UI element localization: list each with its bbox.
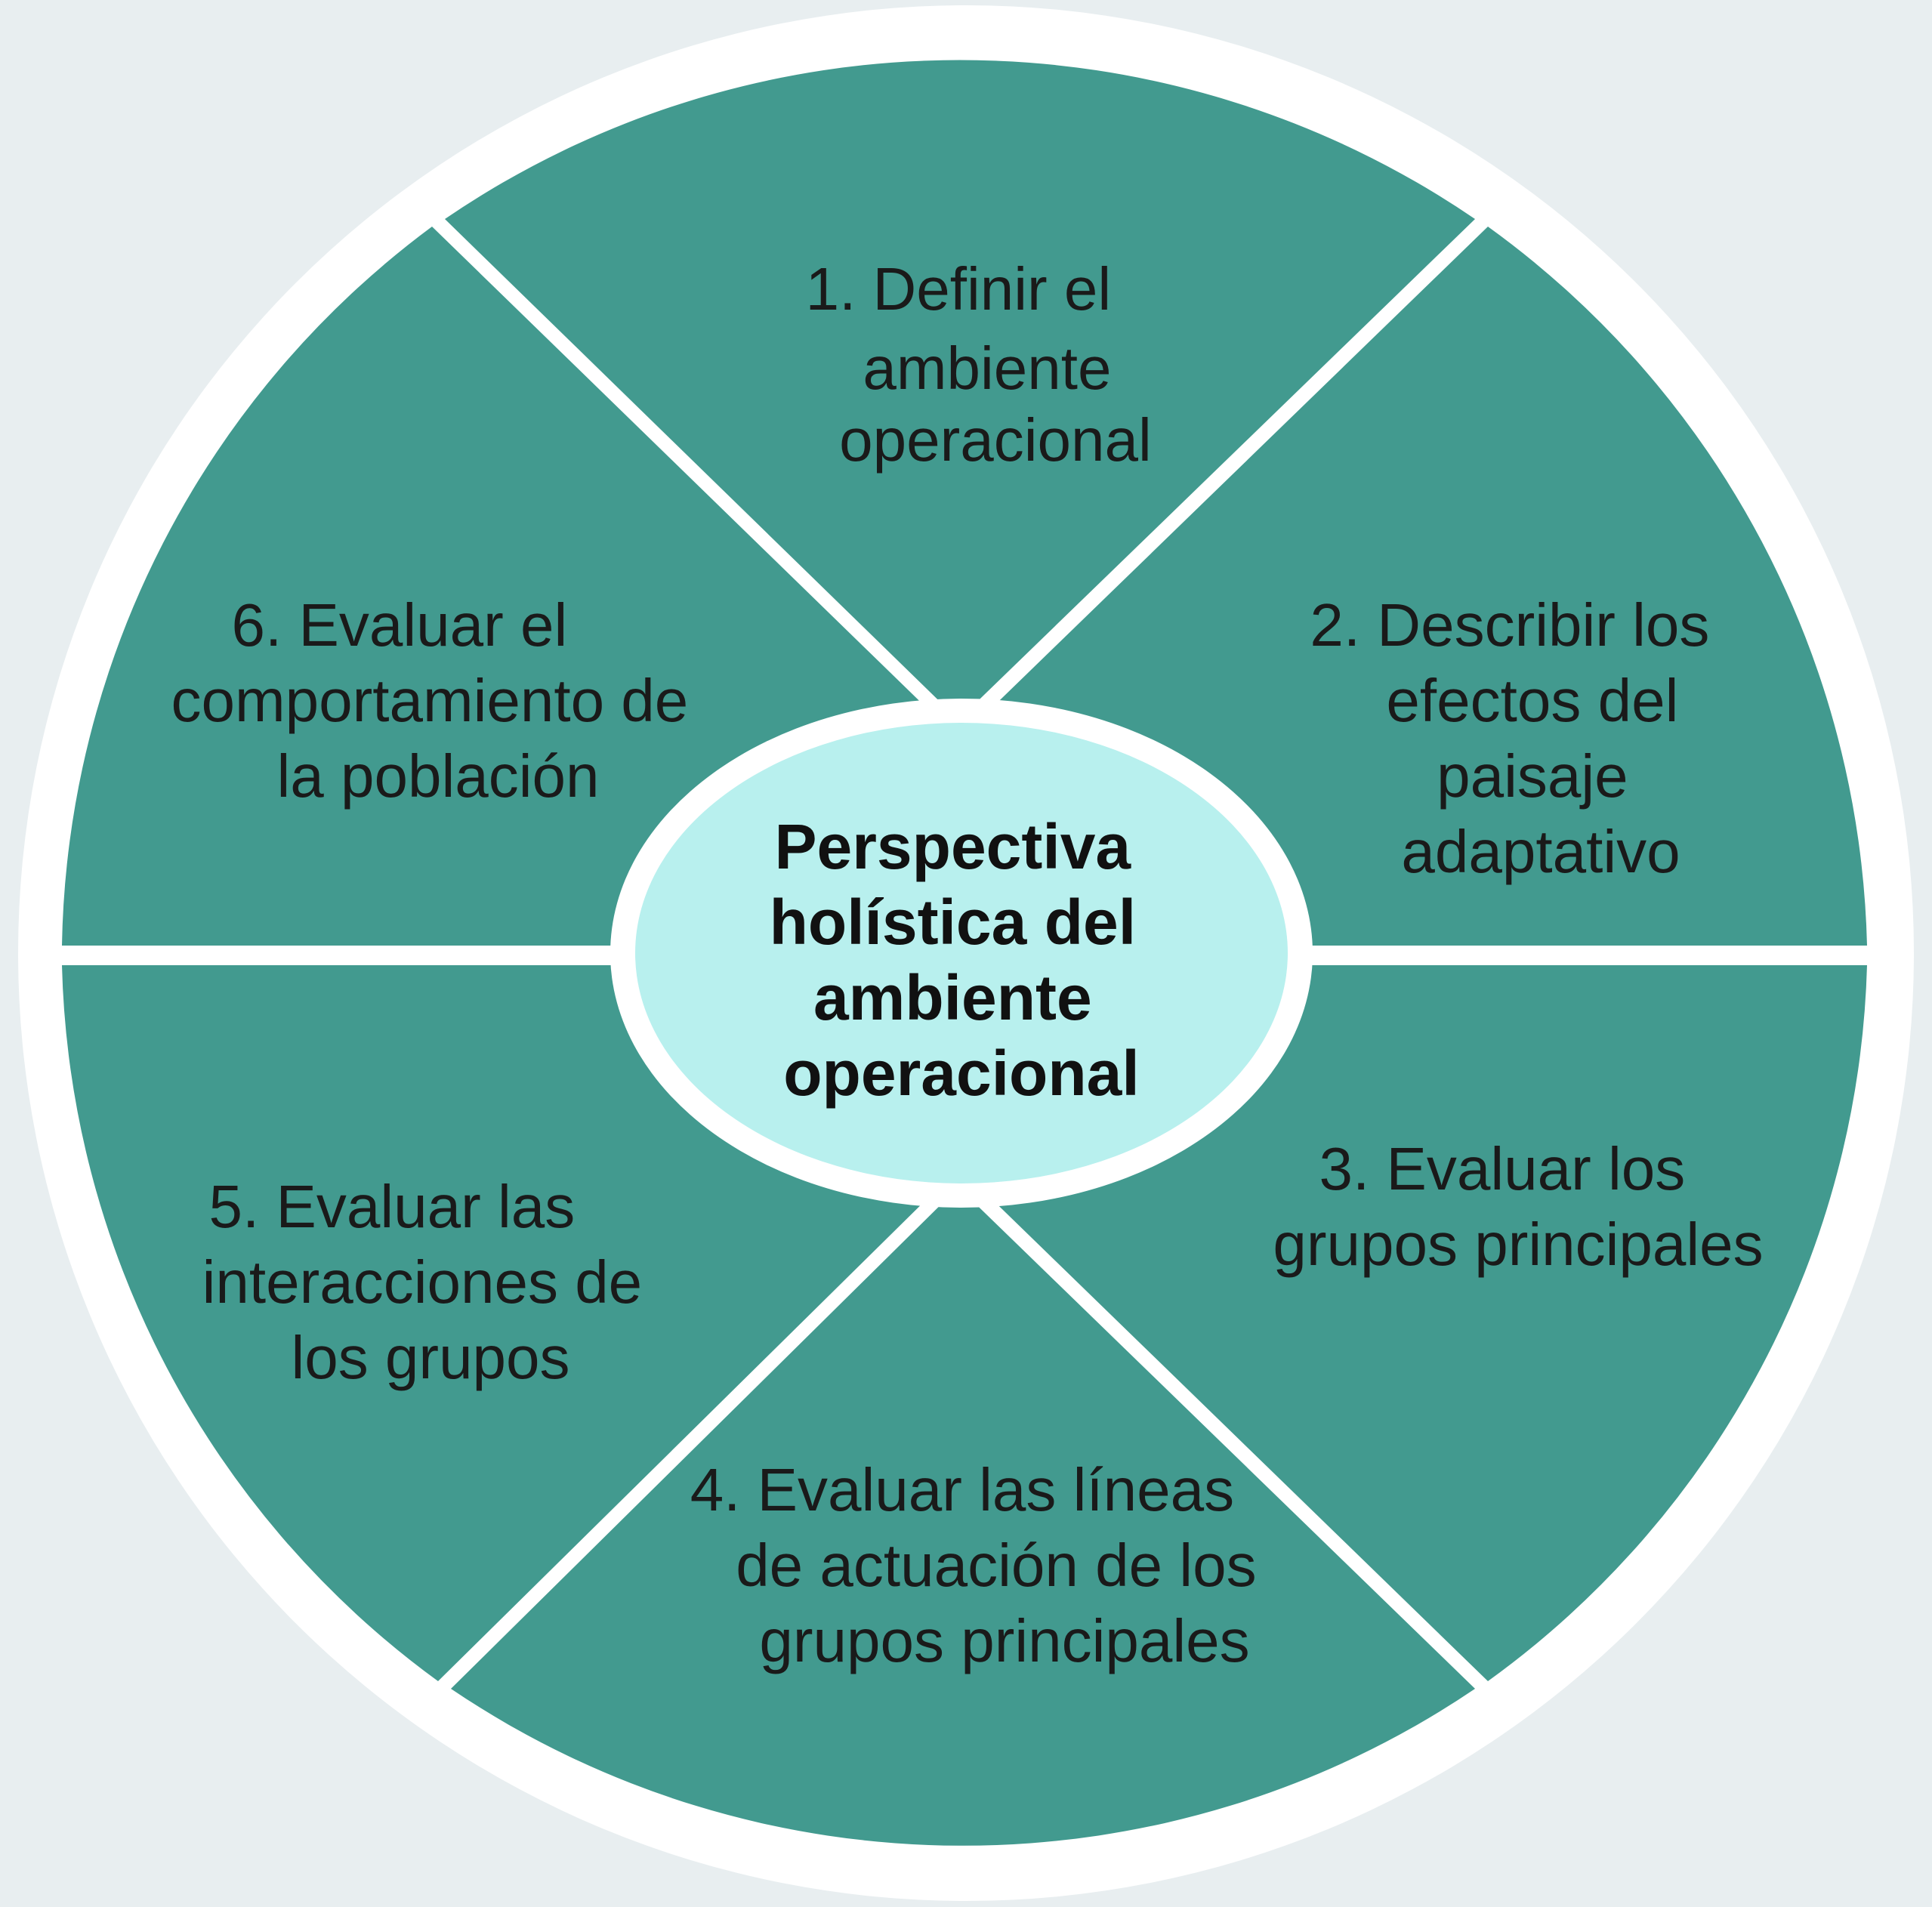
segment-label-line: ambiente <box>863 335 1111 402</box>
segment-label-line: grupos principales <box>759 1607 1249 1674</box>
segment-6-label: 6. Evaluar el comportamiento de la pobla… <box>171 591 705 810</box>
segment-label-line: de actuación de los <box>736 1532 1256 1599</box>
segment-label-line: 5. Evaluar las <box>209 1173 576 1240</box>
segment-3 <box>978 965 1867 1681</box>
segment-label-line: 3. Evaluar los <box>1319 1135 1686 1202</box>
center-title-line: Perspectiva <box>775 811 1132 882</box>
segment-label-line: 6. Evaluar el <box>232 591 568 659</box>
segments <box>62 60 1867 1846</box>
segment-5-label: 5. Evaluar las interacciones de los grup… <box>202 1173 659 1391</box>
segment-label-line: 4. Evaluar las líneas <box>690 1456 1234 1523</box>
segment-2-label: 2. Describir los efectos del paisaje ada… <box>1310 591 1726 885</box>
segment-label-line: interacciones de <box>202 1248 643 1316</box>
segment-5 <box>62 965 940 1681</box>
segment-4-label: 4. Evaluar las líneas de actuación de lo… <box>690 1456 1273 1674</box>
segment-label-line: operacional <box>839 406 1152 474</box>
segment-4 <box>451 1187 1475 1846</box>
segment-label-line: adaptativo <box>1401 818 1680 885</box>
segment-label-line: 1. Definir el <box>806 255 1112 322</box>
center-title-line: operacional <box>783 1038 1139 1109</box>
segment-label-line: grupos principales <box>1273 1211 1763 1278</box>
segment-1 <box>445 60 1475 721</box>
center-title-line: holística del <box>770 887 1136 958</box>
segment-label-line: paisaje <box>1437 742 1628 810</box>
segment-label-line: comportamiento de <box>171 667 688 734</box>
segment-label-line: efectos del <box>1386 667 1678 734</box>
center-title-line: ambiente <box>813 962 1092 1033</box>
segment-1-label: 1. Definir el ambiente operacional <box>806 255 1152 474</box>
segment-3-label: 3. Evaluar los grupos principales <box>1273 1135 1763 1278</box>
segment-label-line: los grupos <box>291 1324 569 1391</box>
segment-6 <box>62 227 940 946</box>
segment-2 <box>978 227 1867 946</box>
segment-label-line: la población <box>277 742 600 810</box>
center-ellipse <box>635 723 1288 1183</box>
segment-label-line: 2. Describir los <box>1310 591 1709 659</box>
center-title: Perspectiva holística del ambiente opera… <box>770 811 1154 1109</box>
